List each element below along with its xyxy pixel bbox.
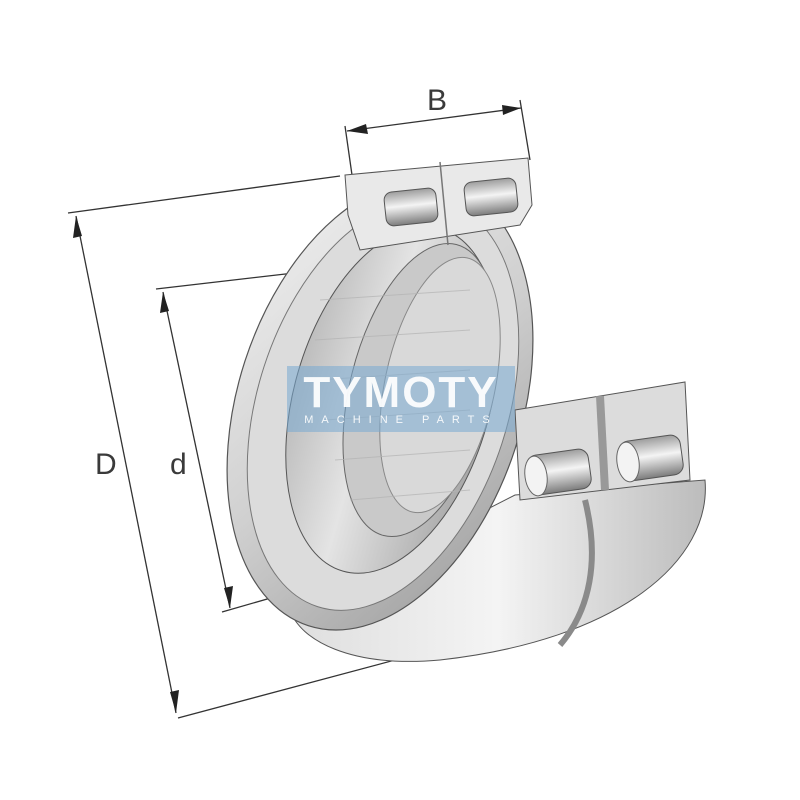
dimension-label-width: B [427,84,448,117]
roller-top-right [463,177,519,217]
roller-top-left [383,187,439,227]
dimension-arrowheads [73,105,521,713]
watermark-title: TYMOTY [303,368,499,417]
dimension-label-outer-diameter: D [95,448,117,481]
dimension-lines [67,99,531,719]
watermark-subtitle: MACHINE PARTS [304,414,498,426]
dimension-label-inner-diameter: d [170,448,187,481]
outer-ring-lower [289,479,706,662]
watermark: TYMOTY MACHINE PARTS [287,366,515,432]
